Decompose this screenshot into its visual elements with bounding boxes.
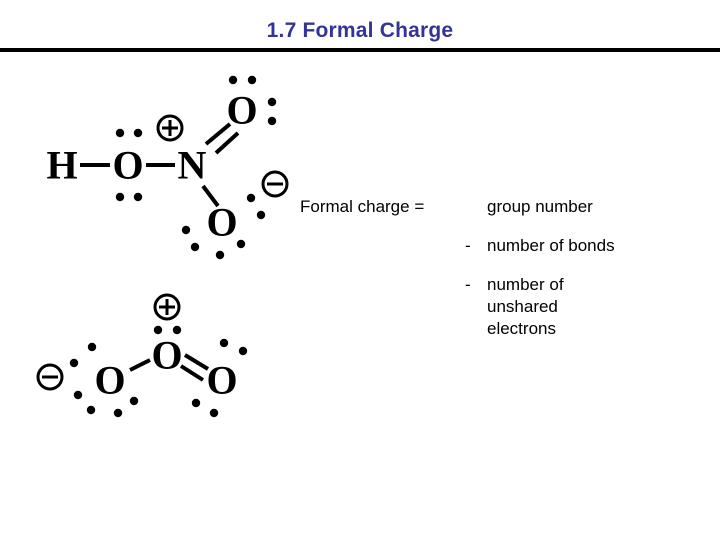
formula-term-1: number of bonds	[487, 235, 615, 257]
lone-pairs-o-hydroxyl	[115, 128, 143, 202]
lone-pairs-o-right	[191, 338, 248, 418]
formula-operator-2: -	[465, 275, 471, 294]
bond-n-o-double-a	[204, 122, 232, 146]
atom-label-o-right: O	[206, 358, 237, 403]
formula-row-number-of-bonds: - number of bonds	[300, 235, 710, 257]
title-divider	[0, 48, 720, 52]
formula-term-2: number of unshared electrons	[487, 274, 564, 340]
formula-operator-1: -	[465, 236, 471, 255]
bond-n-o-single	[201, 184, 220, 208]
formula-term-2-line-0: number of	[487, 275, 564, 294]
formal-charge-equation: Formal charge = group number - number of…	[300, 196, 710, 357]
formal-charge-plus-o-center	[153, 293, 181, 321]
lewis-structure-nitric-acid: H O N O O	[46, 75, 289, 260]
formula-row-unshared-electrons: - number of unshared electrons	[300, 274, 710, 340]
formula-term-1-line-0: number of bonds	[487, 236, 615, 255]
lone-pairs-o-double	[228, 75, 277, 126]
formal-charge-label: Formal charge =	[300, 197, 425, 216]
atom-label-o-double: O	[226, 88, 257, 133]
bond-ocenter-oright-b	[179, 364, 205, 382]
atom-label-o-anion: O	[206, 200, 237, 245]
formula-term-2-line-1: unshared	[487, 297, 558, 316]
bond-ocenter-oright-a	[183, 353, 210, 371]
formal-charge-plus-n	[156, 114, 184, 142]
formal-charge-minus-o-left	[36, 363, 64, 391]
formula-term-0: group number	[487, 196, 593, 218]
formula-row-group-number: Formal charge = group number	[300, 196, 710, 218]
atom-label-o-center: O	[151, 333, 182, 378]
lone-pairs-o-center	[153, 325, 182, 335]
lewis-structure-ozone: O O O	[36, 293, 248, 418]
page-title: 1.7 Formal Charge	[266, 19, 454, 42]
lone-pairs-o-anion	[181, 193, 266, 260]
atom-label-o-hydroxyl: O	[112, 143, 143, 188]
bond-oleft-ocenter	[129, 358, 151, 372]
atom-label-h: H	[46, 143, 77, 188]
formula-term-0-line-0: group number	[487, 197, 593, 216]
bond-n-o-double-b	[214, 131, 240, 155]
atom-label-n: N	[178, 143, 207, 188]
formal-charge-minus-o	[261, 170, 289, 198]
lone-pairs-o-left	[69, 342, 139, 418]
atom-label-o-left: O	[94, 358, 125, 403]
formula-term-2-line-2: electrons	[487, 319, 556, 338]
